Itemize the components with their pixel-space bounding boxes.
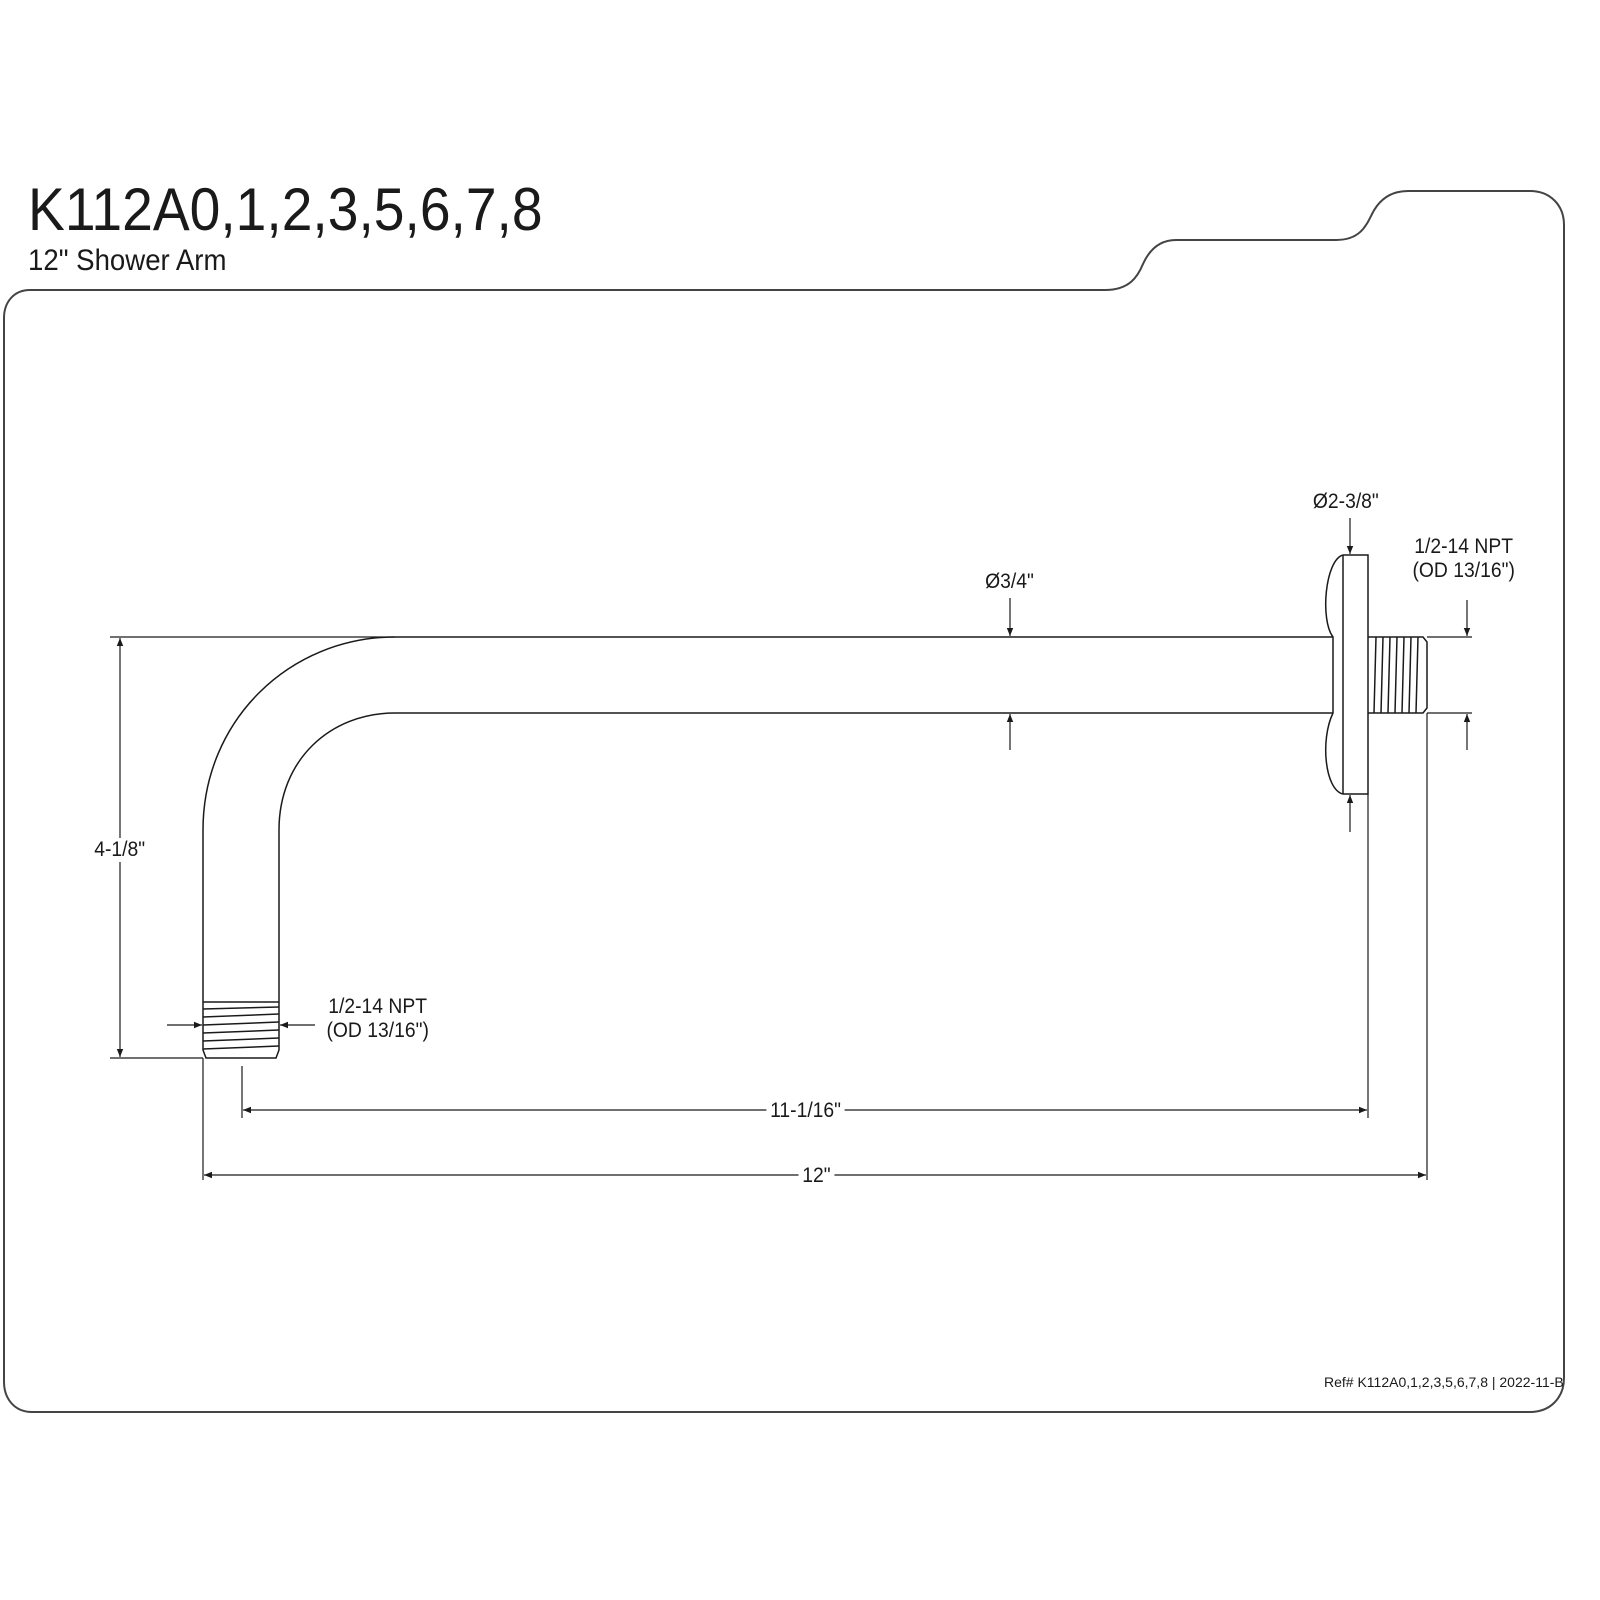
right-thread	[1368, 636, 1428, 714]
pipe-outer-edge	[202, 636, 1333, 1002]
inner-length-label: 11-1/16"	[766, 1099, 845, 1123]
flange-diameter-label: Ø2-3/8"	[1312, 490, 1379, 513]
pipe-inner-edge	[278, 712, 1333, 1002]
drawing-frame	[3, 190, 1565, 1413]
model-number-title: K112A0,1,2,3,5,6,7,8	[28, 176, 543, 243]
product-name-subtitle: 12" Shower Arm	[28, 244, 227, 277]
flange	[1324, 554, 1369, 795]
right-thread-label: 1/2-14 NPT (OD 13/16")	[1412, 535, 1514, 583]
height-label: 4-1/8"	[94, 838, 146, 862]
left-thread-label: 1/2-14 NPT (OD 13/16")	[326, 995, 428, 1043]
left-thread-od: (OD 13/16")	[326, 1019, 429, 1042]
right-thread-spec: 1/2-14 NPT	[1414, 535, 1514, 558]
right-thread-od: (OD 13/16")	[1412, 559, 1515, 582]
left-thread	[202, 1001, 280, 1059]
pipe-diameter-label: Ø3/4"	[985, 570, 1034, 593]
overall-length-label: 12"	[798, 1164, 835, 1188]
reference-footer: Ref# K112A0,1,2,3,5,6,7,8 | 2022-11-B	[1324, 1374, 1564, 1390]
left-thread-spec: 1/2-14 NPT	[328, 995, 428, 1018]
